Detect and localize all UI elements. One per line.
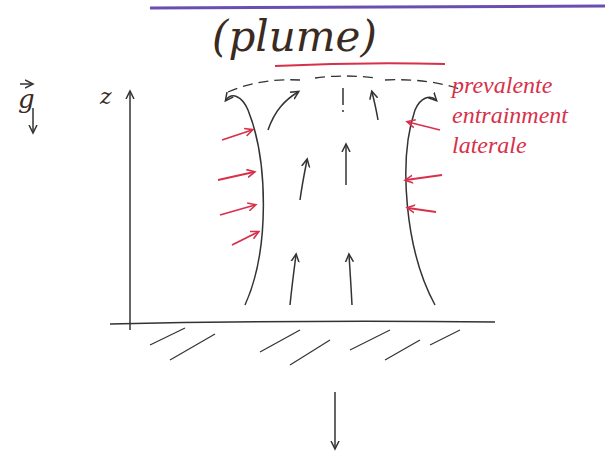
- top-rule: [150, 6, 605, 8]
- entrainment-arrows: [218, 122, 442, 245]
- z-axis: [129, 92, 131, 330]
- annotation: prevalente entrainment laterale: [452, 70, 602, 160]
- title-underline: [275, 63, 445, 66]
- axis-label: z: [100, 84, 112, 109]
- top-dashed-arcs: [228, 76, 462, 92]
- plume-streamlines: [226, 88, 436, 305]
- vector-label: g: [18, 84, 35, 114]
- ground: [110, 321, 495, 324]
- down-arrow: [334, 392, 336, 448]
- ground-hatching: [150, 328, 460, 365]
- title: (plume): [212, 12, 377, 61]
